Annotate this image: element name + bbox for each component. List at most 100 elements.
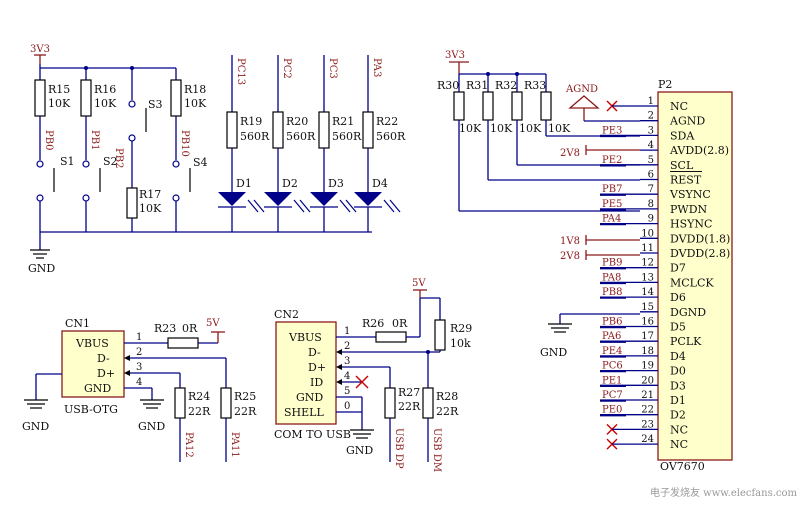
ov7670-pin-net: PE1 — [602, 375, 622, 386]
ov7670-pin-name: VSYNC — [669, 188, 711, 201]
cn1-pin-dm: D- — [97, 352, 110, 365]
net-pa11: PA11 — [229, 432, 240, 458]
switch-section: 3V3 R15 10K PB0 S1 R16 10K PB1 S2 — [28, 44, 372, 275]
ov7670-pin-name: DVDD(2.8) — [670, 247, 730, 260]
ov7670-pin-net: PB7 — [602, 184, 622, 195]
cn1-pinnum-3: 3 — [136, 362, 142, 373]
cn1-pin-dp: D+ — [97, 367, 115, 380]
cn1-gnd-label: GND — [138, 420, 165, 433]
power-1v8-label: 1V8 — [560, 236, 580, 247]
ov7670-pin-name: D0 — [670, 365, 686, 378]
cn1-pinnum-2: 2 — [136, 347, 142, 358]
net-pc3: PC3 — [327, 58, 338, 79]
cn2-pin-gnd: GND — [296, 391, 323, 404]
cn2-body — [275, 321, 337, 425]
led-d1 — [218, 192, 246, 206]
cn1-pin-gnd: GND — [84, 382, 111, 395]
cn2-5v-label: 5V — [412, 278, 426, 289]
resistor-r29 — [434, 319, 446, 351]
gnd-label: GND — [28, 262, 55, 275]
cn2-pin-shell: SHELL — [284, 406, 324, 419]
watermark: 电子发烧友 www.elecfans.com — [650, 486, 798, 499]
ov7670-pin-net: PB9 — [602, 258, 622, 269]
r23-label: R23 — [154, 322, 176, 335]
r18-label: R18 — [184, 83, 206, 96]
r18-value: 10K — [184, 97, 207, 110]
ov7670-pin-name: HSYNC — [670, 218, 712, 231]
ov7670-pin-row: 17 PCLK PA6 — [600, 331, 702, 348]
resistor-r33 — [540, 91, 552, 121]
ov7670-pin-net: PC6 — [602, 361, 623, 372]
ov7670-pin-name: D4 — [670, 350, 686, 363]
ov7670-name: OV7670 — [660, 460, 705, 473]
agnd-label: AGND — [565, 84, 598, 95]
r15-value: 10K — [48, 97, 71, 110]
r32-label: R32 — [495, 79, 517, 92]
ov7670-pin-name: PCLK — [670, 335, 702, 348]
ov7670-pin-number: 11 — [641, 243, 654, 254]
ov7670-pin-number: 8 — [648, 199, 654, 210]
resistor-r21 — [318, 111, 330, 149]
resistor-r32 — [511, 91, 523, 121]
ov7670-pin-name: REST — [670, 174, 702, 187]
r25-label: R25 — [234, 390, 256, 403]
cn1-usb-otg: CN1 VBUS D- D+ GND USB-OTG 1 R23 0R 5V 2… — [22, 317, 257, 462]
resistor-r31 — [482, 91, 494, 121]
led-section: PC13 R19 560R D1 PC2 R20 560R D2 PC3 — [218, 55, 406, 232]
cn2-pinnum-0: 0 — [344, 401, 350, 412]
cn2-pinnum-4: 4 — [344, 371, 350, 382]
r33-label: R33 — [524, 79, 546, 92]
ov7670-pin-number: 4 — [648, 140, 654, 151]
cn2-pinnum-5: 5 — [344, 386, 350, 397]
resistor-r26 — [375, 331, 407, 343]
ov7670-pin-net: PE3 — [602, 125, 622, 136]
r19-value: 560R — [240, 130, 270, 143]
ov7670-pin-number: 20 — [641, 375, 654, 386]
resistor-r24 — [174, 387, 186, 419]
r29-label: R29 — [450, 322, 472, 335]
ov7670-pin-net: PA6 — [602, 331, 621, 342]
agnd-symbol — [568, 95, 600, 109]
cn2-pin-dm: D- — [308, 346, 321, 359]
net-pc13: PC13 — [235, 58, 246, 85]
power-2v8-label: 2V8 — [560, 148, 580, 159]
r30-label: R30 — [437, 79, 459, 92]
r27-label: R27 — [398, 386, 420, 399]
cn2-label: CN2 — [274, 308, 299, 321]
net-pc2: PC2 — [281, 58, 292, 79]
cn2-pinnum-3: 3 — [344, 356, 350, 367]
power-3v3-label-2: 3V3 — [445, 50, 465, 61]
r28-value: 22R — [436, 405, 459, 418]
led-column-1: PC13 R19 560R D1 — [218, 55, 270, 232]
r31-label: R31 — [466, 79, 488, 92]
ov7670-pin-net: PB6 — [602, 317, 622, 328]
ov7670-pin-number: 17 — [641, 331, 654, 342]
net-pb10: PB10 — [179, 130, 190, 157]
ov7670-pin-net: PE5 — [602, 199, 622, 210]
ov7670-pin-number: 5 — [648, 155, 654, 166]
ov7670-pin-net: PE4 — [602, 346, 622, 357]
r15-label: R15 — [48, 83, 70, 96]
net-pa12: PA12 — [183, 432, 194, 458]
r20-label: R20 — [286, 115, 308, 128]
ov7670-pin-number: 16 — [641, 317, 654, 328]
ov7670-pin-number: 22 — [641, 405, 654, 416]
led-column-4: PA3 R22 560R D4 — [354, 55, 406, 232]
ov7670-pin-name: NC — [670, 423, 688, 436]
ov7670-body — [657, 91, 733, 461]
r16-value: 10K — [94, 97, 117, 110]
r16-label: R16 — [94, 83, 116, 96]
cn1-body — [61, 330, 125, 398]
ov7670-pin-number: 9 — [648, 214, 654, 225]
